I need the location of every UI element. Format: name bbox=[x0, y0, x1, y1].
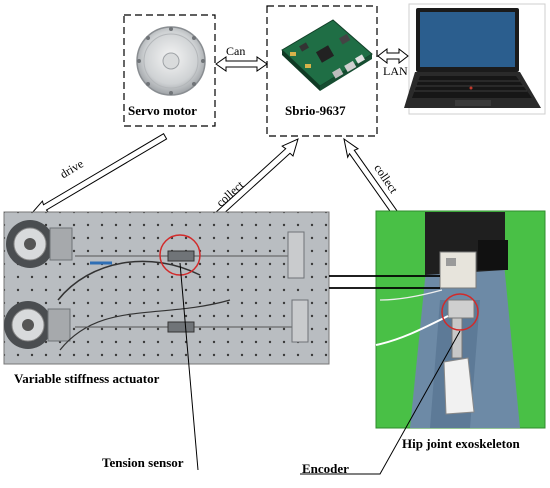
sbrio-board-image bbox=[281, 19, 373, 91]
servo-motor-image bbox=[136, 26, 206, 96]
drive-arrow bbox=[30, 133, 168, 214]
can-link-arrow bbox=[215, 56, 268, 72]
actuator-label: Variable stiffness actuator bbox=[14, 371, 160, 386]
sbrio-box bbox=[266, 5, 378, 137]
laptop-image bbox=[404, 3, 546, 115]
servo-motor-box bbox=[123, 14, 216, 127]
sbrio-label: Sbrio-9637 bbox=[285, 103, 346, 118]
tension-sensor-label: Tension sensor bbox=[102, 455, 184, 470]
lan-label: LAN bbox=[383, 64, 408, 78]
tension-sensor-leader bbox=[179, 262, 199, 471]
lan-link-arrow bbox=[377, 47, 409, 65]
exoskeleton-image bbox=[375, 210, 546, 429]
servo-motor-label: Servo motor bbox=[128, 103, 197, 118]
actuator-image bbox=[3, 211, 330, 365]
exoskeleton-label: Hip joint exoskeleton bbox=[402, 436, 520, 451]
can-label: Can bbox=[226, 44, 246, 58]
encoder-leader bbox=[300, 330, 461, 475]
encoder-label: Encoder bbox=[302, 461, 349, 476]
